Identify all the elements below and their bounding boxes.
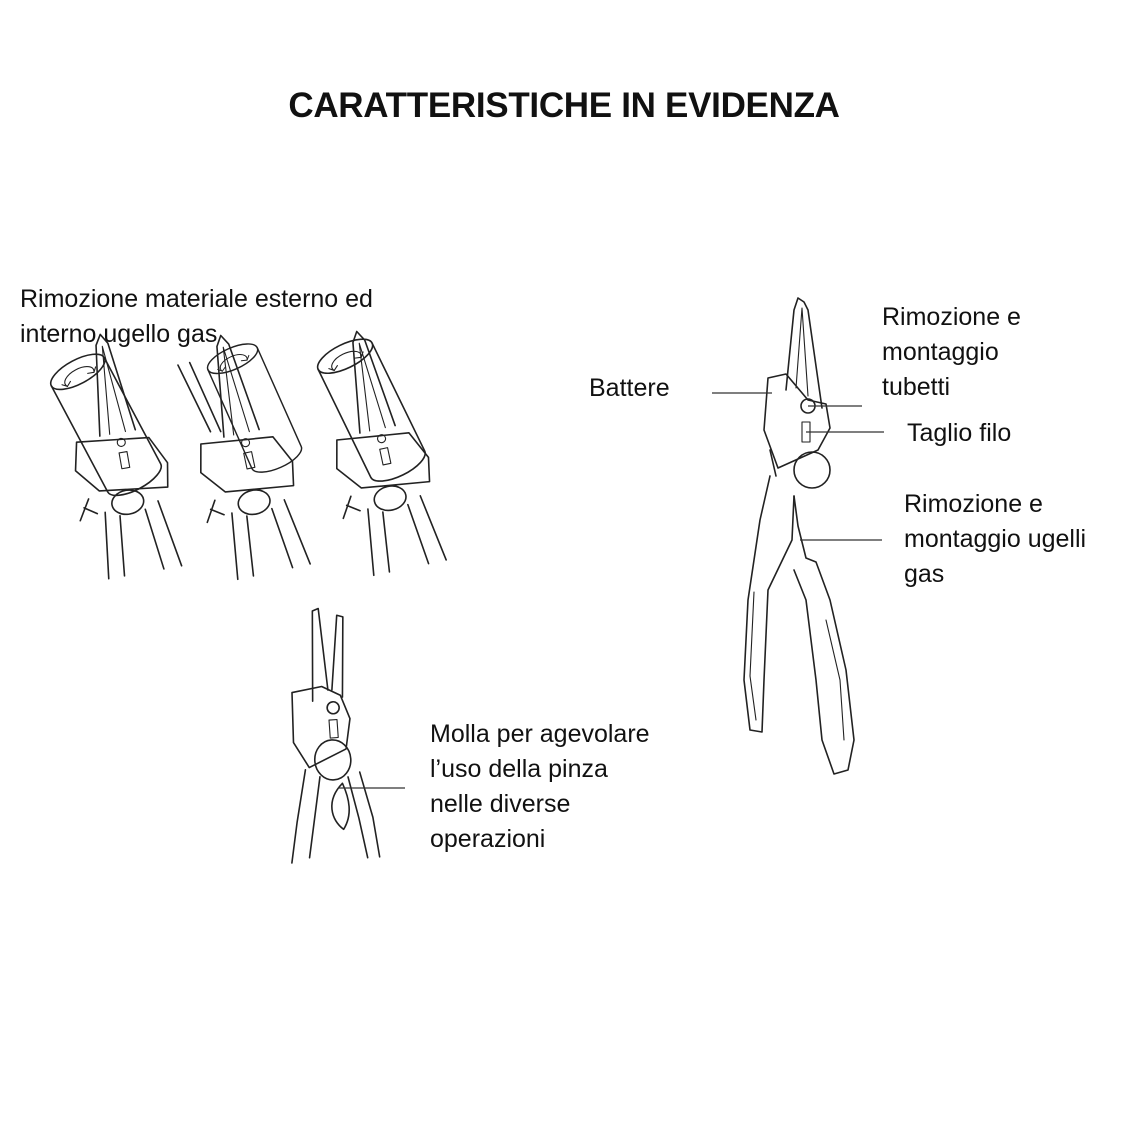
page-title: CARATTERISTICHE IN EVIDENZA [288,86,840,125]
nozzle-sketch-2 [169,325,315,584]
label-nozzle-material-removal: Rimozione materiale esterno ed interno u… [20,285,373,348]
label-nozzle-mounting: Rimozione e montaggio ugelli gas [904,490,1087,588]
main-pliers [743,297,855,775]
nozzle-sketch-1 [44,325,187,583]
label-tube-removal: Rimozione e montaggio tubetti [882,303,1021,401]
label-spring: Molla per agevolare l’uso della pinza ne… [430,720,650,853]
nozzle-sketch-3 [305,321,451,580]
label-wire-cut: Taglio filo [907,419,1012,447]
label-hammer: Battere [589,374,670,402]
spring-pliers [291,607,381,864]
